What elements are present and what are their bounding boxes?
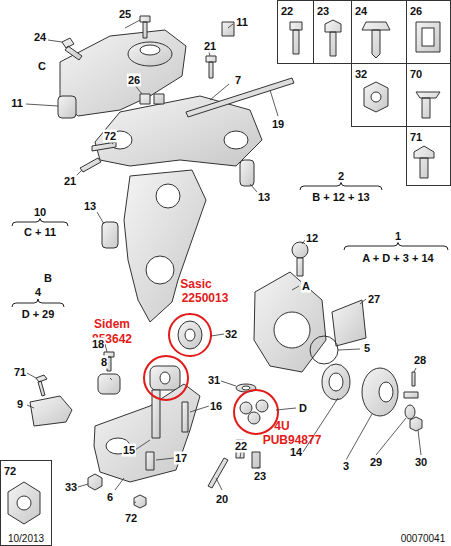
callout-number: 23 [317,5,329,17]
callout-number: 71 [410,131,422,143]
callout-number: 31 [207,374,221,387]
callout-number: 23 [253,470,267,483]
callout-number: 33 [64,481,78,494]
callout-number: 15 [122,444,136,457]
callout-number: 22 [281,5,293,17]
inset-box: 23 [313,0,352,64]
footer-note: 00070041 [400,532,447,545]
callout-number: 11 [10,97,24,110]
callout-number: B [43,272,53,285]
callout-number: 17 [174,452,188,465]
callout-number: 14 [289,446,303,459]
callout-number: 70 [410,68,422,80]
callout-number: 1 [394,230,402,243]
callout-number: 20 [215,493,229,506]
callout-number: 10 [33,206,47,219]
callout-number: A + D + 3 + 14 [361,252,434,265]
callout-number: 30 [414,456,428,469]
callout-number: 9 [16,398,24,411]
part-reference: Sidem [93,318,131,331]
callout-number: 26 [410,5,422,17]
callout-number: 22 [234,440,248,453]
inset-box: 71 [406,126,451,186]
callout-number: 21 [203,40,217,53]
inset-box: 70 [406,63,451,127]
callout-number: 5 [363,342,371,355]
callout-number: 71 [13,366,27,379]
callout-number: 21 [63,175,77,188]
callout-number: 12 [305,232,319,245]
callout-number: C + 11 [23,226,57,239]
inset-box: 26 [406,0,451,64]
callout-number: 25 [118,8,132,21]
callout-number: B + 12 + 13 [311,191,371,204]
callout-number: A [301,280,311,293]
callout-number: D + 29 [21,308,56,321]
callout-number: 32 [224,328,238,341]
callout-number: C [37,60,47,73]
callout-number: 72 [4,465,16,477]
callout-number: 7 [234,74,242,87]
callout-number: D [298,402,308,415]
callout-number: 24 [33,31,47,44]
callout-number: 32 [355,68,367,80]
callout-number: 72 [103,130,117,143]
callout-number: 18 [91,338,105,351]
callout-number: 27 [367,293,381,306]
callout-number: 3 [342,460,350,473]
callout-number: 11 [235,16,249,29]
part-reference: Sasic [179,278,212,291]
callout-number: 2 [337,170,345,183]
inset-box: 22 [277,0,314,64]
callout-number: 8 [100,356,108,369]
inset-box: 32 [351,63,407,127]
callout-number: 13 [257,191,271,204]
part-reference: 2250013 [181,292,230,305]
callout-number: 28 [413,354,427,367]
callout-number: 29 [369,456,383,469]
callout-number: 13 [83,200,97,213]
callout-number: 16 [209,400,223,413]
callout-number: 26 [127,74,141,87]
callout-number: 19 [271,118,285,131]
inset-box: 24 [351,0,407,64]
callout-number: 6 [106,491,114,504]
callout-number: 4 [34,286,42,299]
part-reference: 4U [273,420,290,433]
footer-note: 10/2013 [7,532,45,545]
callout-number: 72 [124,512,138,525]
callout-number: 24 [355,5,367,17]
